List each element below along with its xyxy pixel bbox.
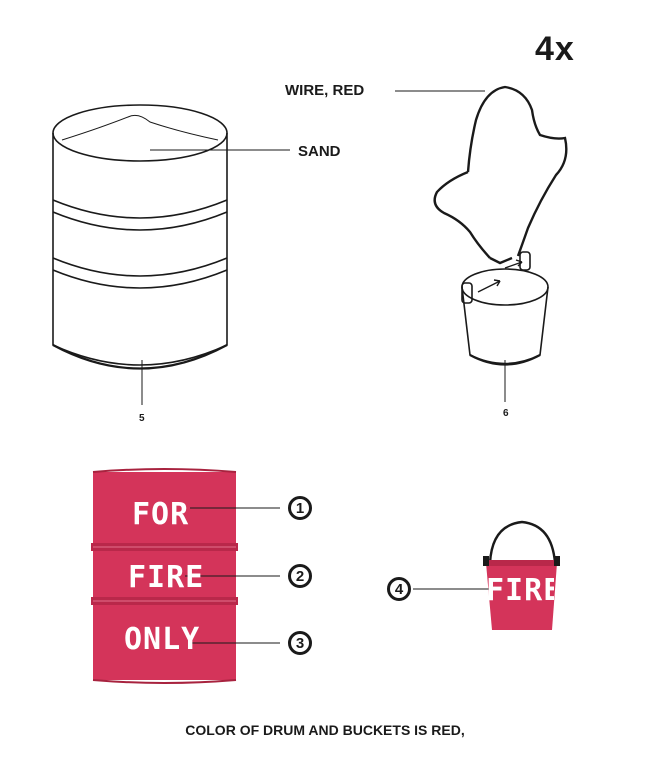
drum-stencil-line2: FIRE [128, 560, 205, 595]
sand-callout: SAND [298, 143, 341, 160]
red-fire-bucket [483, 520, 560, 630]
marker-3: 3 [288, 631, 312, 655]
drum-stencil-line1: FOR [132, 497, 190, 532]
quantity-label: 4x [535, 30, 575, 68]
bucket-stencil: FIRE [486, 573, 554, 608]
marker-1: 1 [288, 496, 312, 520]
part-number-drum: 5 [139, 413, 145, 424]
wire-handle [433, 85, 568, 265]
sand-mound [61, 114, 219, 141]
outline-bucket [461, 251, 549, 366]
marker-4: 4 [387, 577, 411, 601]
leader-lines [141, 90, 506, 405]
sand-drum-outline [52, 104, 228, 370]
color-note: COLOR OF DRUM AND BUCKETS IS RED, [185, 722, 465, 738]
part-number-bucket: 6 [503, 408, 509, 419]
drum-marker-leaders [185, 507, 280, 644]
wire-callout: WIRE, RED [285, 82, 365, 99]
drum-stencil-line3: ONLY [124, 622, 201, 657]
marker-2: 2 [288, 564, 312, 588]
